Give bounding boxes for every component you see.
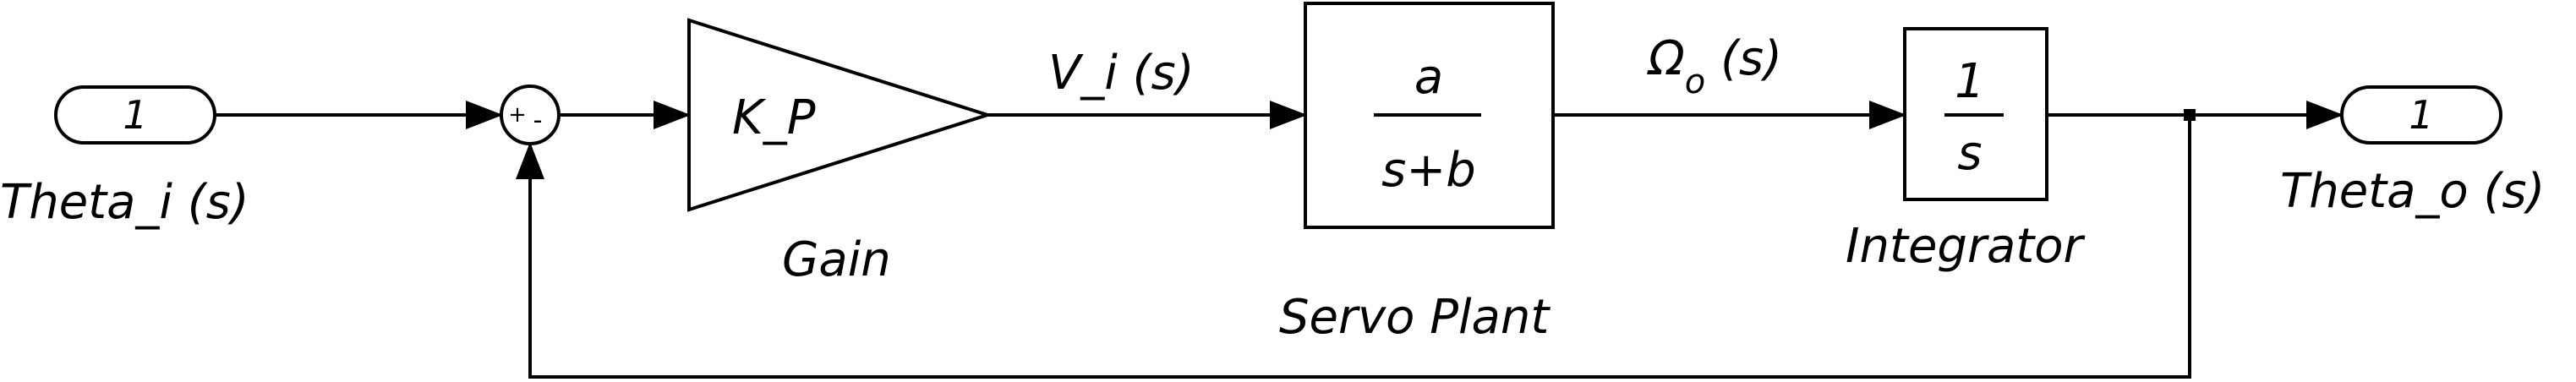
signal-omega-label: Ωo (s)	[1647, 31, 1782, 101]
inport-label: Theta_i (s)	[0, 175, 249, 230]
integrator-numerator: 1	[1955, 54, 1985, 109]
outport-block[interactable]: 1	[2340, 85, 2502, 145]
gain-label: Gain	[782, 232, 891, 287]
integrator-block[interactable]: 1 s	[1903, 27, 2048, 201]
omega-suffix: (s)	[1705, 31, 1782, 86]
gain-block[interactable]: K_P	[687, 18, 993, 212]
inport-block[interactable]: 1	[54, 85, 216, 145]
plant-numerator: a	[1414, 50, 1443, 105]
plant-label: Servo Plant	[1279, 290, 1551, 345]
feedback-wire	[516, 115, 2191, 379]
servo-plant-block[interactable]: a s+b	[1304, 2, 1555, 229]
integrator-label: Integrator	[1846, 219, 2086, 274]
outport-label: Theta_o (s)	[2280, 164, 2545, 219]
omega-symbol: Ω	[1647, 31, 1685, 86]
integrator-denominator: s	[1957, 126, 1982, 181]
sum-plus-sign: +	[508, 102, 527, 128]
sum-minus-sign: -	[533, 106, 543, 135]
gain-symbol: K_P	[732, 90, 816, 145]
sum-block[interactable]: + -	[500, 85, 561, 145]
signal-vi-label: V_i (s)	[1048, 46, 1195, 101]
plant-denominator: s+b	[1381, 143, 1476, 198]
inport-number: 1	[123, 92, 147, 138]
omega-subscript: o	[1685, 63, 1705, 101]
outport-number: 1	[2409, 92, 2433, 138]
